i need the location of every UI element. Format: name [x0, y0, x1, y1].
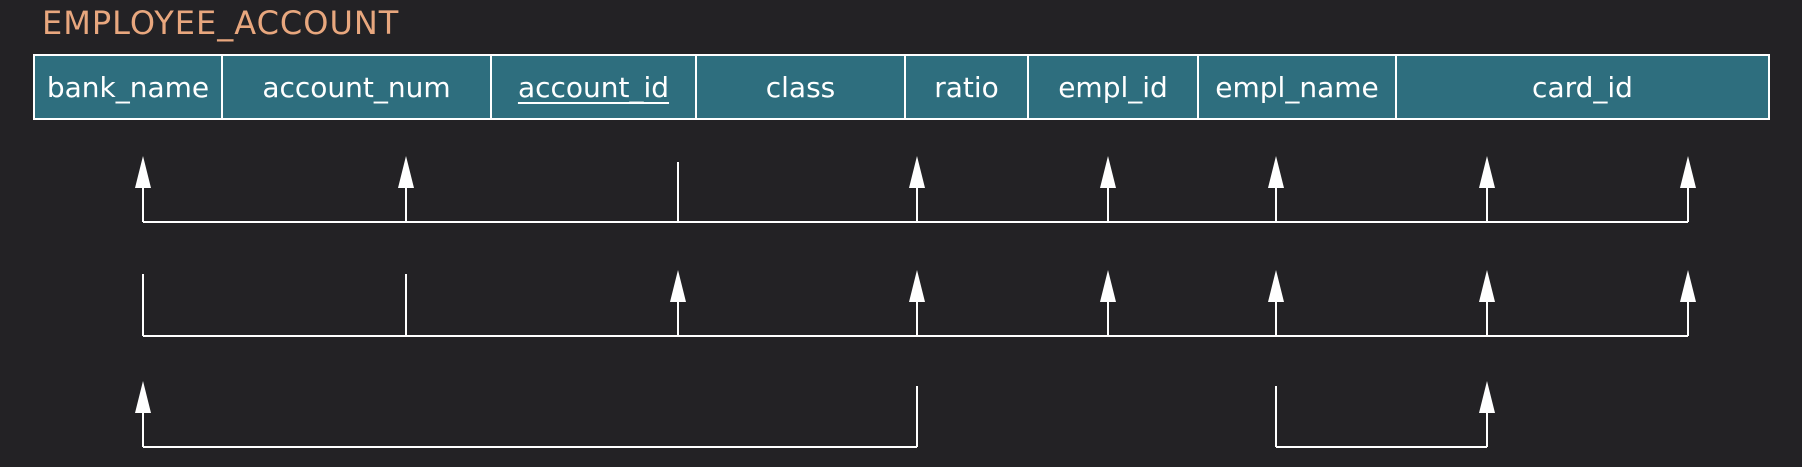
arrowhead — [398, 156, 414, 188]
column-ratio: ratio — [904, 56, 1027, 118]
column-label: card_id — [1532, 70, 1633, 104]
column-label: empl_name — [1215, 70, 1379, 104]
arrowhead — [1479, 156, 1495, 188]
column-label: account_num — [262, 70, 451, 104]
column-label: ratio — [934, 70, 999, 104]
dependency-1 — [135, 156, 1696, 223]
column-empl-name: empl_name — [1197, 56, 1395, 118]
arrowhead — [1100, 270, 1116, 302]
primary-key-label: account_id — [517, 70, 670, 104]
column-empl-id: empl_id — [1027, 56, 1197, 118]
arrowhead — [909, 156, 925, 188]
column-account-id: account_id — [490, 56, 695, 118]
column-label: empl_id — [1058, 70, 1168, 104]
arrowhead — [1479, 381, 1495, 413]
relation-title: EMPLOYEE_ACCOUNT — [42, 4, 400, 42]
column-class: class — [695, 56, 904, 118]
dependency-3 — [135, 381, 918, 448]
arrowhead — [670, 270, 686, 302]
column-label: class — [765, 70, 836, 104]
arrowhead — [909, 270, 925, 302]
column-bank-name: bank_name — [35, 56, 221, 118]
column-account-num: account_num — [221, 56, 490, 118]
arrowhead — [1680, 156, 1696, 188]
dependency-4 — [1275, 381, 1495, 448]
column-label: bank_name — [46, 70, 210, 104]
arrowhead — [1100, 156, 1116, 188]
arrowhead — [1268, 270, 1284, 302]
arrowhead — [1680, 270, 1696, 302]
dependency-2 — [142, 270, 1696, 337]
column-card-id: card_id — [1395, 56, 1768, 118]
arrowhead — [135, 381, 151, 413]
arrowhead — [135, 156, 151, 188]
arrowhead — [1479, 270, 1495, 302]
arrowhead — [1268, 156, 1284, 188]
relation-schema-row: bank_name account_num account_id class r… — [33, 54, 1770, 120]
